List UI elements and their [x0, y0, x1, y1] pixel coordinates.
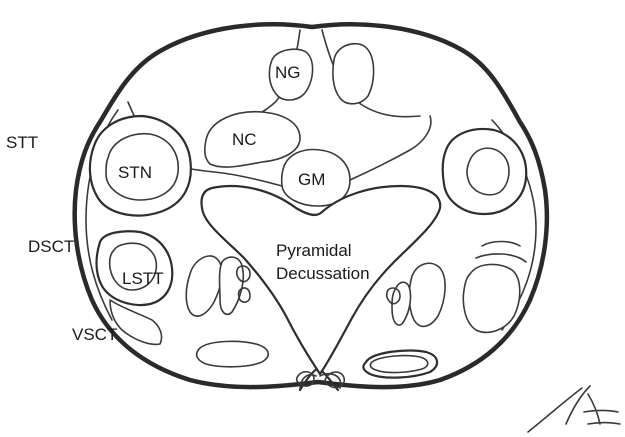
right-lateral-band-2 — [476, 254, 526, 262]
right-lateral-shape — [463, 264, 519, 332]
label-dsct: DSCT — [28, 237, 74, 256]
label-stt: STT — [6, 133, 38, 152]
label-vsct: VSCT — [72, 325, 117, 344]
label-lstt: LSTT — [122, 269, 164, 288]
label-pyramidal: Pyramidal — [276, 241, 352, 260]
left-pyramid-lobe-2 — [220, 257, 244, 314]
right-pyramid-lobe-1 — [409, 263, 445, 326]
right-stn-outer-shape — [443, 129, 527, 214]
label-stn: STN — [118, 163, 152, 182]
label-ng: NG — [275, 63, 301, 82]
right-gracilis-lobule — [333, 44, 374, 104]
label-gm: GM — [298, 170, 325, 189]
label-nc: NC — [232, 130, 257, 149]
left-anterior-oval — [197, 341, 269, 366]
left-pyramid-lobe-1 — [186, 256, 222, 316]
right-lateral-band-1 — [482, 242, 520, 247]
label-decussation: Decussation — [276, 264, 370, 283]
artist-signature-mark — [528, 386, 620, 432]
right-cuneate-tail — [350, 116, 431, 180]
right-anterior-oval-outer — [363, 350, 437, 377]
